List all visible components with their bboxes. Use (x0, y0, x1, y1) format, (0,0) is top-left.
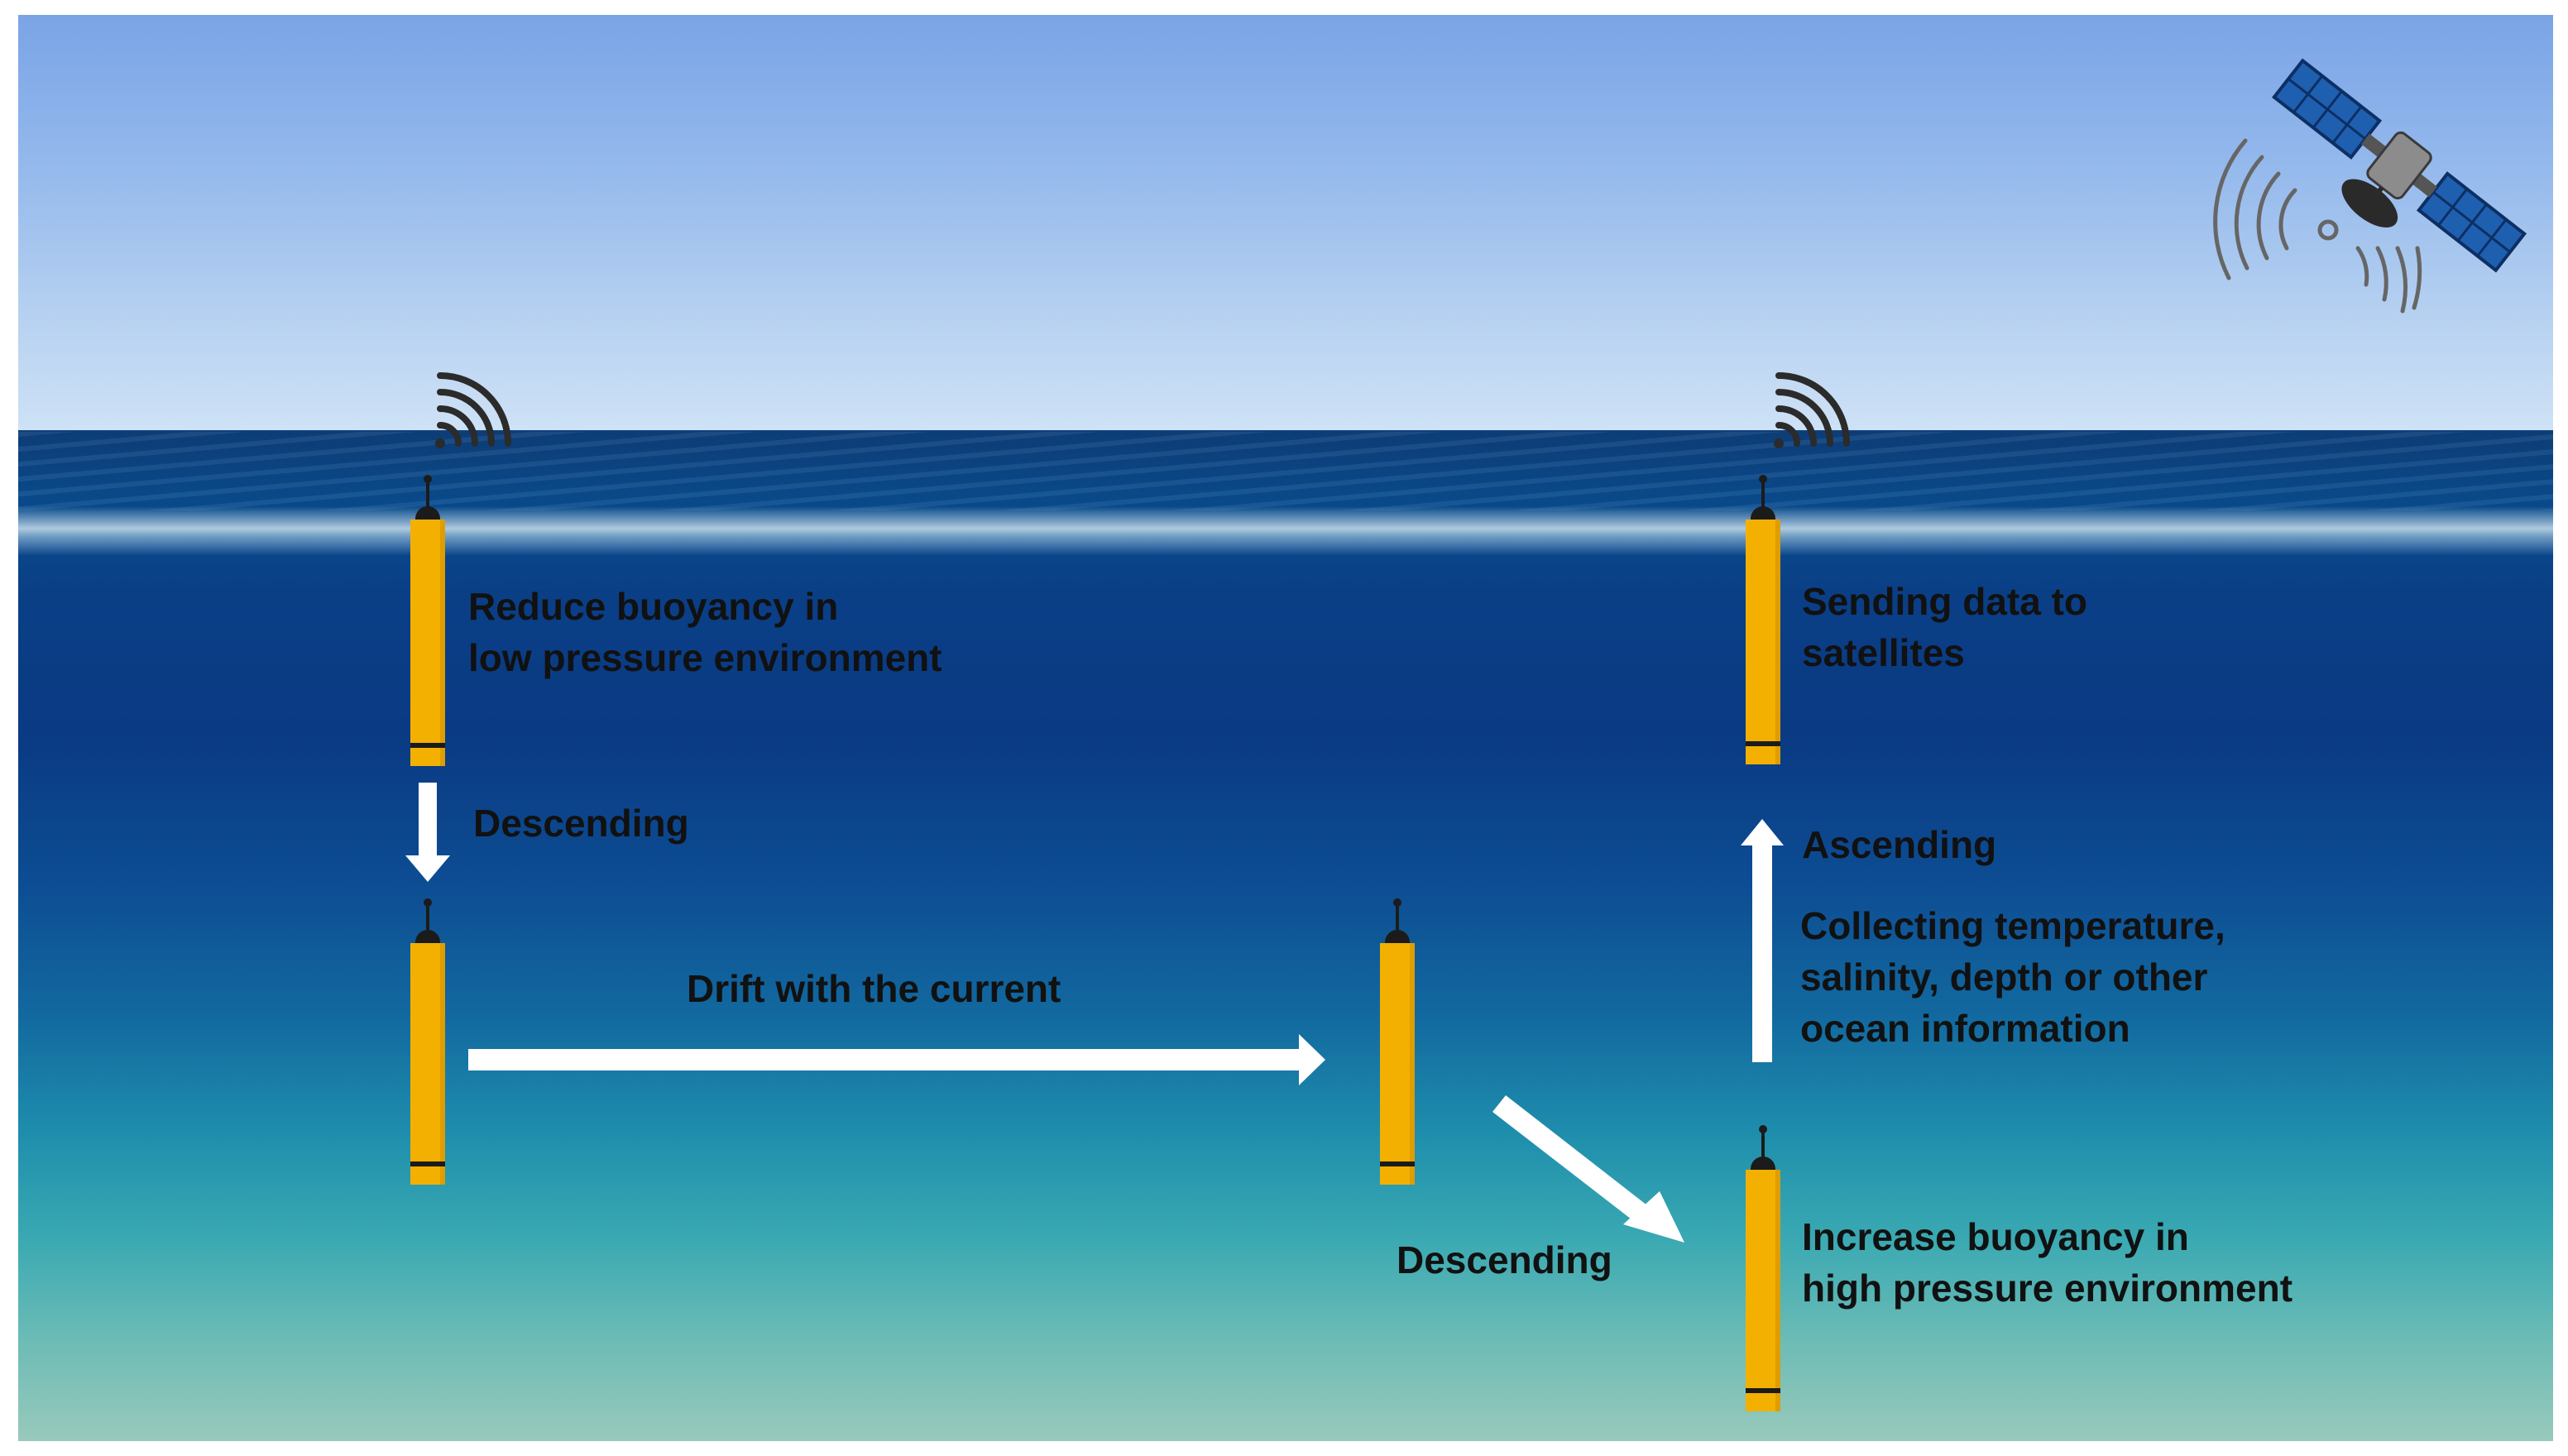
arrow-icon-ascending (1741, 819, 1784, 1062)
sky-background (18, 15, 2553, 433)
float-icon-surface-left (410, 475, 445, 766)
arrow-icon-drift (468, 1034, 1325, 1085)
label-collecting-line3: ocean information (1800, 1007, 2130, 1050)
label-sending-line1: Sending data to (1802, 580, 2087, 623)
float-icon-drift-start (410, 898, 445, 1185)
float-icon-surface-right (1746, 475, 1780, 764)
label-ascending: Ascending (1802, 823, 1997, 866)
float-icon-deep (1746, 1125, 1780, 1411)
signal-waves-icon-right (1774, 372, 1850, 448)
float-icon-drift-end (1380, 898, 1415, 1185)
signal-waves-icon-satellite (2213, 138, 2422, 314)
label-descending-diagonal: Descending (1397, 1238, 1612, 1281)
label-sending-line2: satellites (1802, 631, 1965, 674)
arrow-icon-descending-diagonal (1492, 1095, 1684, 1243)
label-increase-line1: Increase buoyancy in (1802, 1215, 2189, 1258)
label-collecting-line2: salinity, depth or other (1800, 956, 2208, 999)
label-drift: Drift with the current (687, 967, 1061, 1010)
arrow-icon-descending-left (405, 783, 450, 882)
satellite-icon (2271, 58, 2527, 273)
label-reduce-buoyancy-line2: low pressure environment (468, 636, 942, 679)
signal-waves-icon-left (435, 372, 511, 448)
label-increase-line2: high pressure environment (1802, 1267, 2293, 1310)
label-reduce-buoyancy-line1: Reduce buoyancy in (468, 585, 839, 628)
label-descending-left: Descending (473, 802, 689, 845)
label-collecting-line1: Collecting temperature, (1800, 904, 2225, 947)
